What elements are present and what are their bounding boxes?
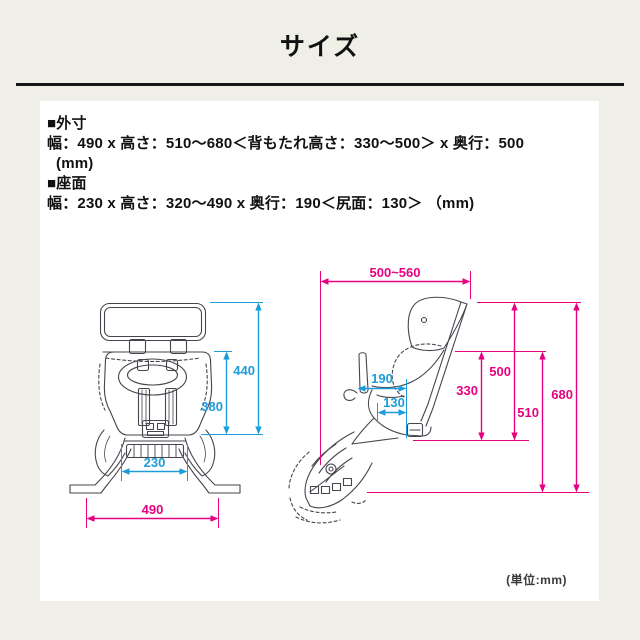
dim-label-front-440: 440 xyxy=(233,363,255,378)
side-view-dimensions: 500~560 330 500 510 680 190 130 xyxy=(320,265,589,493)
front-strap-left xyxy=(137,387,151,427)
spec-text-block: ■外寸 幅：490 x 高さ：510〜680＜背もたれ高さ：330〜500＞ x… xyxy=(47,114,587,214)
side-seat xyxy=(367,389,432,437)
front-footguard-right xyxy=(184,429,216,477)
side-headrest xyxy=(407,296,468,352)
front-leg-right xyxy=(178,437,241,494)
dim-label-side-500: 500 xyxy=(489,364,511,379)
front-view-lineart xyxy=(69,302,241,494)
seat-dimensions-value: 幅：230 x 高さ：320〜490 x 奥行：190＜尻面：130＞ （mm) xyxy=(47,195,475,212)
dim-label-side-130: 130 xyxy=(383,395,405,410)
title-divider xyxy=(16,83,624,86)
outer-dimensions-heading: ■外寸 xyxy=(47,115,87,132)
dim-label-front-490: 490 xyxy=(142,502,164,517)
seat-dimensions-heading: ■座面 xyxy=(47,175,87,192)
side-view-lineart xyxy=(288,296,468,524)
dim-label-side-500-560: 500~560 xyxy=(370,265,421,280)
front-view-dimensions: 440 380 230 490 xyxy=(86,302,263,528)
dim-label-side-330: 330 xyxy=(456,383,478,398)
front-headrest xyxy=(99,302,207,342)
side-hook xyxy=(343,389,358,401)
dim-label-side-680: 680 xyxy=(551,387,573,402)
front-buckle xyxy=(141,419,170,439)
unit-note: (単位:mm) xyxy=(506,573,567,587)
outer-dimensions-value: 幅：490 x 高さ：510〜680＜背もたれ高さ：330〜500＞ x 奥行：… xyxy=(47,135,525,152)
front-handle xyxy=(117,358,188,396)
dim-label-front-380: 380 xyxy=(201,399,223,414)
outer-dimensions-unit: (mm) xyxy=(56,155,94,172)
front-leg-left xyxy=(69,437,132,494)
dim-label-side-190: 190 xyxy=(371,371,393,386)
front-footguard-left xyxy=(94,429,126,477)
front-backrest xyxy=(102,351,213,436)
side-backrest xyxy=(425,303,468,427)
front-strap-right xyxy=(164,387,178,427)
dim-label-side-510: 510 xyxy=(517,405,539,420)
page-title: サイズ xyxy=(279,33,361,61)
dim-label-front-230: 230 xyxy=(144,455,166,470)
side-tire-dashes xyxy=(288,451,310,491)
